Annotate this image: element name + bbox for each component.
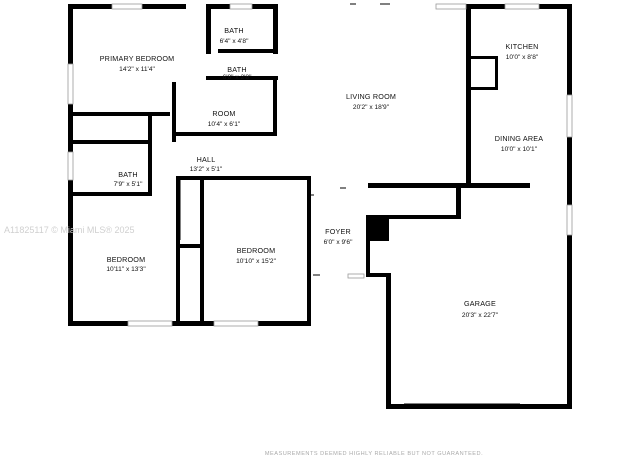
garage-name: GARAGE	[464, 299, 496, 308]
doors	[179, 3, 520, 405]
kitchen-name: KITCHEN	[506, 42, 539, 51]
garage-dims: 20'3" x 22'7"	[462, 312, 499, 319]
bedroom-left-name: BEDROOM	[107, 255, 146, 264]
hall-name: HALL	[197, 155, 216, 164]
bath-left-dims: 7'9" x 5'1"	[114, 181, 143, 188]
room-dims: 10'4" x 6'1"	[208, 121, 241, 128]
living-room-name: LIVING ROOM	[346, 92, 396, 101]
bedroom-left-dims: 10'11" x 13'3"	[106, 266, 146, 273]
bath-left-name: BATH	[118, 170, 137, 179]
bath-mid-name: BATH	[227, 65, 246, 74]
windows	[67, 3, 573, 327]
mls-watermark: A11825117 © Miami MLS® 2025	[4, 225, 135, 235]
hall-dims: 13'2" x 5'1"	[190, 166, 223, 173]
room-name: ROOM	[212, 109, 235, 118]
bath-top-name: BATH	[224, 26, 243, 35]
primary-bedroom-name: PRIMARY BEDROOM	[100, 54, 175, 63]
walls	[68, 4, 572, 409]
foyer-dims: 6'0" x 9'6"	[324, 239, 353, 246]
disclaimer: MEASUREMENTS DEEMED HIGHLY RELIABLE BUT …	[265, 451, 483, 457]
bath-mid-dims: 6'8" x 2'8"	[223, 74, 252, 81]
primary-bedroom-dims: 14'2" x 11'4"	[119, 66, 155, 73]
dining-area-name: DINING AREA	[495, 134, 544, 143]
bedroom-center-name: BEDROOM	[237, 246, 276, 255]
living-room-dims: 20'2" x 18'9"	[353, 104, 390, 111]
room-labels: PRIMARY BEDROOM 14'2" x 11'4" BATH 6'4" …	[100, 26, 544, 319]
bedroom-center-dims: 10'10" x 15'2"	[236, 258, 276, 265]
foyer-name: FOYER	[325, 227, 351, 236]
dining-area-dims: 10'0" x 10'1"	[501, 146, 538, 153]
kitchen-dims: 10'0" x 8'8"	[506, 54, 539, 61]
bath-top-dims: 6'4" x 4'8"	[220, 38, 249, 45]
